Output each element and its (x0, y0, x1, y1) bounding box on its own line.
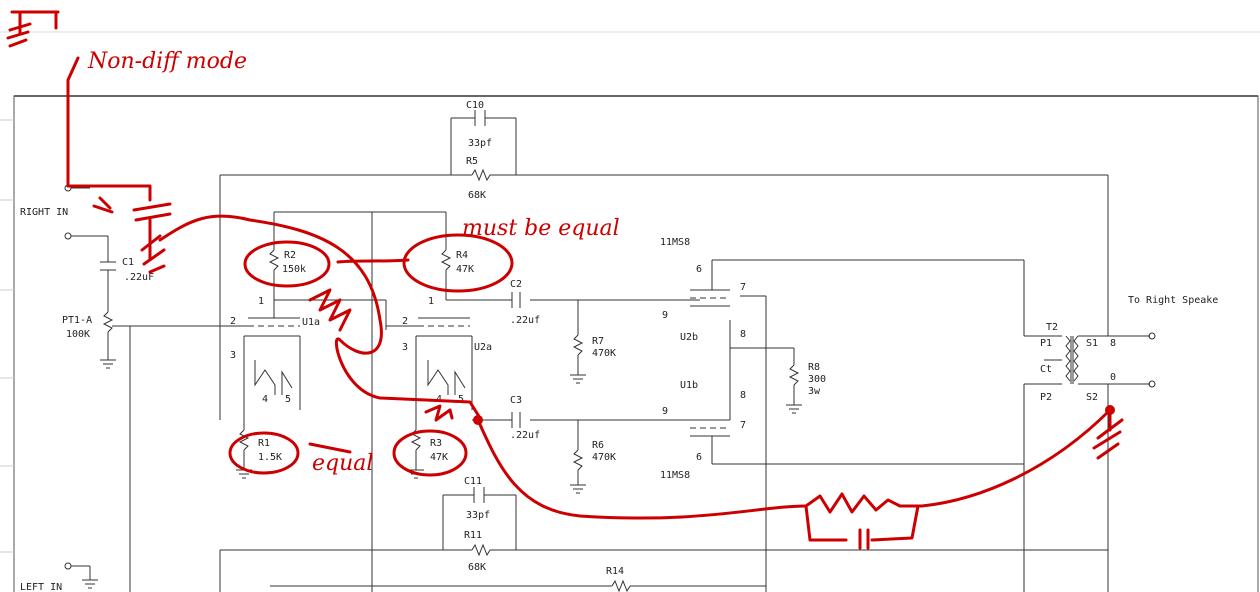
label-p2: P2 (1040, 392, 1052, 403)
label-ct: Ct (1040, 364, 1052, 375)
label-r2-value: 150k (282, 264, 306, 275)
pin-label: 9 (662, 310, 668, 321)
circle-r1 (228, 431, 300, 475)
resistor-scribble (308, 288, 352, 332)
label-pt1-value: 100K (66, 329, 90, 340)
schematic-labels: C10 33pf R5 68K RIGHT IN C1 .22uF PT1-A … (20, 100, 1218, 592)
label-to-right-speaker: To Right Speake (1128, 295, 1218, 306)
label-c2: C2 (510, 279, 522, 290)
label-pt1: PT1-A (62, 315, 92, 326)
pin-label: 1 (428, 296, 434, 307)
label-c3: C3 (510, 395, 522, 406)
pin-label: 5 (285, 394, 291, 405)
pin-label: 4 (262, 394, 268, 405)
label-r6-value: 470K (592, 452, 616, 463)
label-r4: R4 (456, 250, 468, 261)
circle-r3 (392, 429, 468, 477)
label-r1-value: 1.5K (258, 452, 282, 463)
label-r5: R5 (466, 156, 478, 167)
label-c10-value: 33pf (468, 138, 492, 149)
label-r7-value: 470K (592, 348, 616, 359)
resistor-scribble-2 (804, 492, 924, 514)
label-r3-value: 47K (430, 452, 448, 463)
label-u1b: U1b (680, 380, 698, 391)
label-r8: R8 (808, 362, 820, 373)
pin-label: 1 (258, 296, 264, 307)
label-u1a: U1a (302, 317, 320, 328)
label-tube-bottom: 11MS8 (660, 470, 690, 481)
label-c2-value: .22uf (510, 315, 540, 326)
label-r8-value-1: 300 (808, 374, 826, 385)
pin-label: 5 (458, 394, 464, 405)
label-c10: C10 (466, 100, 484, 111)
red-node-dot (1105, 405, 1115, 415)
label-p1: P1 (1040, 338, 1052, 349)
label-c1-value: .22uF (124, 272, 154, 283)
annotation-equal: equal (312, 451, 373, 476)
ground-scribble-icon (10, 10, 60, 36)
pin-label: 8 (740, 329, 746, 340)
annotation-non-diff-mode: Non-diff mode (87, 49, 247, 74)
circle-r4 (402, 233, 514, 293)
label-u2a: U2a (474, 342, 492, 353)
annotation-must-be-equal: must be equal (462, 216, 620, 241)
pin-label: 2 (402, 316, 408, 327)
label-right-in: RIGHT IN (20, 207, 68, 218)
label-c11: C11 (464, 476, 482, 487)
label-c1: C1 (122, 257, 134, 268)
label-r11: R11 (464, 530, 482, 541)
label-r3: R3 (430, 438, 442, 449)
label-0: 0 (1110, 372, 1116, 383)
pin-label: 3 (230, 350, 236, 361)
pin-label: 7 (740, 282, 746, 293)
label-r8-value-2: 3w (808, 386, 821, 397)
label-r14: R14 (606, 566, 624, 577)
label-r5-value: 68K (468, 190, 486, 201)
label-c3-value: .22uf (510, 430, 540, 441)
pin-label: 6 (696, 452, 702, 463)
label-left-in: LEFT IN (20, 582, 62, 592)
non-diff-wire (66, 56, 80, 188)
schematic-wiring (64, 110, 1156, 592)
label-t2: T2 (1046, 322, 1058, 333)
label-c11-value: 33pf (466, 510, 490, 521)
circle-r2 (243, 240, 331, 288)
pin-label: 6 (696, 264, 702, 275)
label-r2: R2 (284, 250, 296, 261)
label-r1: R1 (258, 438, 270, 449)
pin-label: 8 (740, 390, 746, 401)
label-tube-top: 11MS8 (660, 237, 690, 248)
schematic-border (13, 95, 1259, 592)
label-r7: R7 (592, 336, 604, 347)
label-8: 8 (1110, 338, 1116, 349)
label-u2b: U2b (680, 332, 698, 343)
label-s1: S1 (1086, 338, 1098, 349)
pin-label: 7 (740, 420, 746, 431)
label-r6: R6 (592, 440, 604, 451)
pin-label: 2 (230, 316, 236, 327)
ground-symbols (82, 359, 802, 589)
pin-label: 9 (662, 406, 668, 417)
red-annotations (6, 10, 1124, 550)
label-r4-value: 47K (456, 264, 474, 275)
red-node-dot (473, 415, 483, 425)
label-r11-value: 68K (468, 562, 486, 573)
pin-label: 3 (402, 342, 408, 353)
label-s2: S2 (1086, 392, 1098, 403)
